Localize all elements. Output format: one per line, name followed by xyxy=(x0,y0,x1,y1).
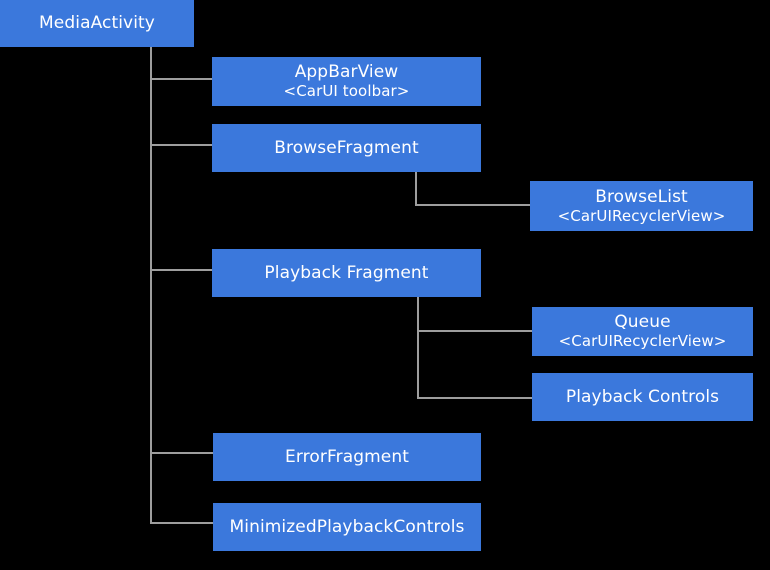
edge-mediaactivity-to-browsefragment xyxy=(150,144,212,146)
node-browselist-subtitle: <CarUIRecyclerView> xyxy=(557,206,726,225)
node-browselist-title: BrowseList xyxy=(595,186,688,207)
node-minimizedplaybackcontrols-title: MinimizedPlaybackControls xyxy=(229,516,465,537)
edge-mediaactivity-trunk xyxy=(150,47,152,524)
node-playbackfragment[interactable]: Playback Fragment xyxy=(212,249,481,297)
node-queue-title: Queue xyxy=(614,312,671,333)
node-appbarview-title: AppBarView xyxy=(294,62,399,83)
node-errorfragment-title: ErrorFragment xyxy=(285,446,409,467)
node-browselist[interactable]: BrowseList <CarUIRecyclerView> xyxy=(530,181,753,231)
edge-mediaactivity-to-playbackfragment xyxy=(150,269,212,271)
node-browsefragment[interactable]: BrowseFragment xyxy=(212,124,481,172)
node-playbackcontrols-title: Playback Controls xyxy=(565,386,720,407)
node-playbackcontrols[interactable]: Playback Controls xyxy=(532,373,753,421)
edge-mediaactivity-to-minimizedplaybackcontrols xyxy=(150,522,213,524)
edge-browsefragment-drop xyxy=(415,172,417,206)
edge-browsefragment-to-browselist xyxy=(415,204,530,206)
node-queue[interactable]: Queue <CarUIRecyclerView> xyxy=(532,307,753,356)
edge-mediaactivity-to-appbarview xyxy=(150,78,212,80)
node-appbarview-subtitle: <CarUI toolbar> xyxy=(283,82,410,101)
edge-playbackfragment-to-playbackcontrols xyxy=(417,397,532,399)
node-errorfragment[interactable]: ErrorFragment xyxy=(213,433,481,481)
edge-mediaactivity-to-errorfragment xyxy=(150,452,213,454)
node-appbarview[interactable]: AppBarView <CarUI toolbar> xyxy=(212,57,481,106)
node-minimizedplaybackcontrols[interactable]: MinimizedPlaybackControls xyxy=(213,503,481,551)
node-queue-subtitle: <CarUIRecyclerView> xyxy=(558,332,727,351)
node-playbackfragment-title: Playback Fragment xyxy=(264,262,429,283)
node-browsefragment-title: BrowseFragment xyxy=(274,137,419,158)
node-mediaactivity[interactable]: MediaActivity xyxy=(0,0,194,47)
edge-playbackfragment-drop xyxy=(417,297,419,399)
node-mediaactivity-title: MediaActivity xyxy=(39,13,155,34)
edge-playbackfragment-to-queue xyxy=(417,330,532,332)
